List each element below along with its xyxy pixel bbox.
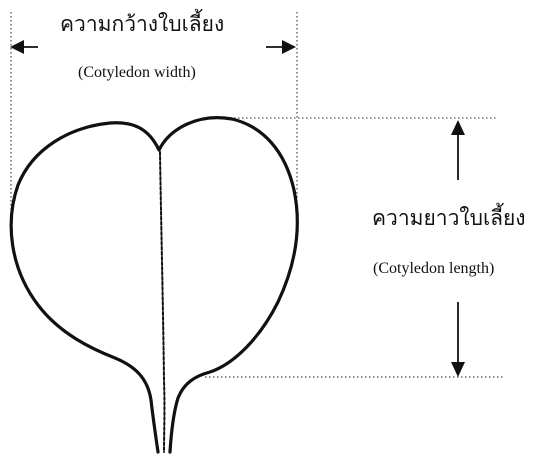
cotyledon-leaf-icon bbox=[9, 116, 299, 454]
leaf-midrib bbox=[159, 151, 166, 453]
length-label-thai: ความยาวใบเลี้ยง bbox=[372, 206, 526, 230]
guide-lines bbox=[10, 12, 503, 378]
leaf-outline bbox=[9, 116, 299, 454]
arrow-right-icon bbox=[266, 40, 296, 54]
arrow-up-icon bbox=[451, 120, 465, 180]
arrow-down-icon bbox=[451, 302, 465, 377]
width-label-english: (Cotyledon width) bbox=[78, 64, 196, 81]
width-label-thai: ความกว้างใบเลี้ยง bbox=[60, 12, 225, 36]
arrow-left-icon bbox=[10, 40, 38, 54]
length-label-english: (Cotyledon length) bbox=[373, 260, 495, 277]
